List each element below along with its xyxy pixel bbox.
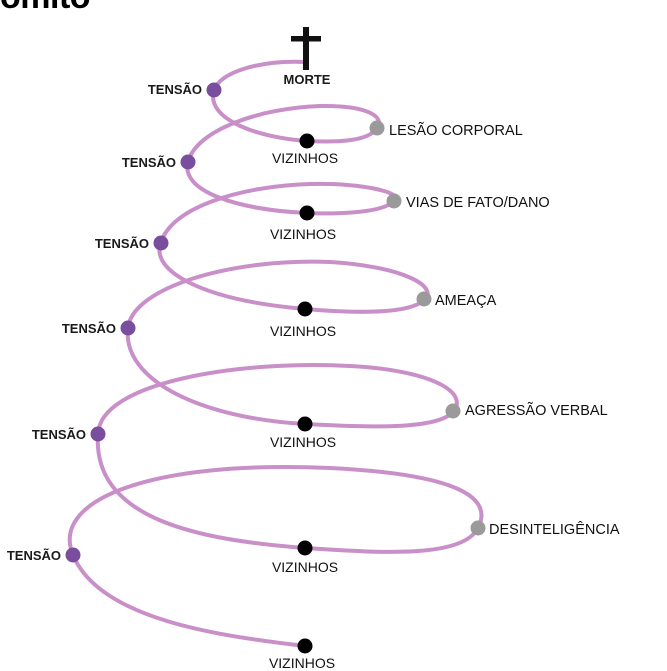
neighbor-node bbox=[297, 638, 313, 654]
tension-label: TENSÃO bbox=[62, 321, 116, 336]
escalation-label: AGRESSÃO VERBAL bbox=[465, 402, 608, 419]
escalation-node bbox=[470, 520, 486, 536]
neighbor-label: VIZINHOS bbox=[272, 150, 338, 166]
tension-label: TENSÃO bbox=[95, 236, 149, 251]
neighbor-node bbox=[297, 301, 313, 317]
tension-node bbox=[206, 82, 222, 98]
cropped-title: omito bbox=[0, 0, 91, 17]
tension-node bbox=[120, 320, 136, 336]
escalation-node bbox=[445, 403, 461, 419]
neighbor-label: VIZINHOS bbox=[272, 559, 338, 575]
neighbor-node bbox=[299, 133, 315, 149]
tension-node bbox=[65, 547, 81, 563]
tension-label: TENSÃO bbox=[122, 155, 176, 170]
escalation-label: VIAS DE FATO/DANO bbox=[406, 195, 550, 211]
tension-node bbox=[153, 235, 169, 251]
neighbor-label: VIZINHOS bbox=[270, 323, 336, 339]
escalation-label: AMEAÇA bbox=[435, 293, 497, 309]
escalation-node bbox=[386, 193, 402, 209]
neighbor-label: VIZINHOS bbox=[270, 434, 336, 450]
tension-label: TENSÃO bbox=[148, 82, 202, 97]
neighbor-node bbox=[297, 416, 313, 432]
escalation-node bbox=[369, 120, 385, 136]
escalation-node bbox=[416, 291, 432, 307]
escalation-label: LESÃO CORPORAL bbox=[389, 122, 523, 139]
tension-label: TENSÃO bbox=[32, 427, 86, 442]
tension-node bbox=[180, 154, 196, 170]
tension-node bbox=[90, 426, 106, 442]
neighbor-label: VIZINHOS bbox=[269, 655, 335, 671]
escalation-label: DESINTELIGÊNCIA bbox=[489, 521, 620, 538]
tension-label: TENSÃO bbox=[7, 548, 61, 563]
neighbor-node bbox=[297, 540, 313, 556]
morte-label: MORTE bbox=[284, 72, 331, 87]
neighbor-label: VIZINHOS bbox=[270, 226, 336, 242]
cross-icon bbox=[291, 27, 321, 70]
neighbor-node bbox=[299, 205, 315, 221]
